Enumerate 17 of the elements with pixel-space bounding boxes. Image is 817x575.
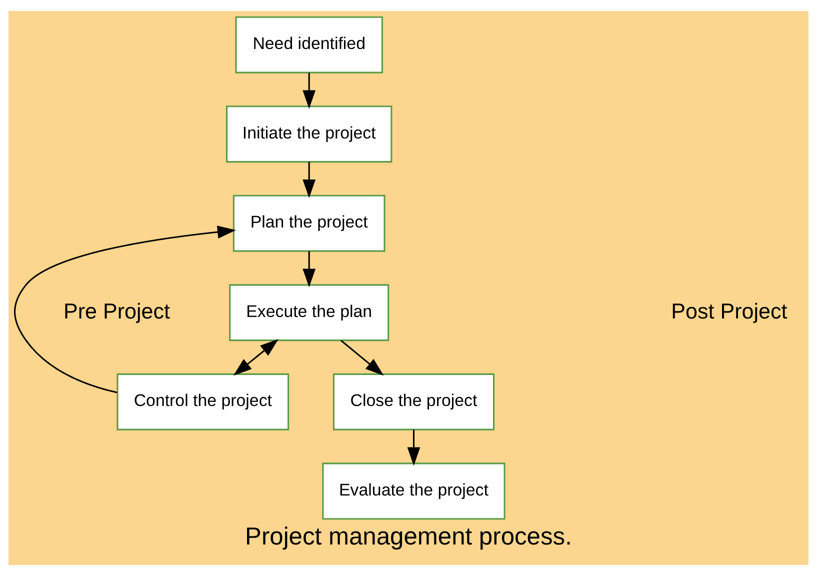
node-box: Close the project <box>332 372 495 430</box>
arrow <box>340 339 384 376</box>
caption: Project management process. <box>245 523 572 550</box>
node-box: Evaluate the project <box>322 462 506 520</box>
arrow <box>233 338 278 376</box>
node-box: Execute the plan <box>229 284 390 341</box>
arrow <box>14 225 236 393</box>
label: Post Project <box>671 298 788 323</box>
node-box: Initiate the project <box>226 105 392 162</box>
arrow <box>302 250 316 287</box>
arrow <box>302 161 316 198</box>
arrow <box>302 72 316 108</box>
label: Pre Project <box>63 298 170 323</box>
node-box: Plan the project <box>232 194 386 252</box>
arrow <box>407 429 420 466</box>
node-box: Need identified <box>235 16 383 73</box>
node-box: Control the project <box>116 372 290 430</box>
